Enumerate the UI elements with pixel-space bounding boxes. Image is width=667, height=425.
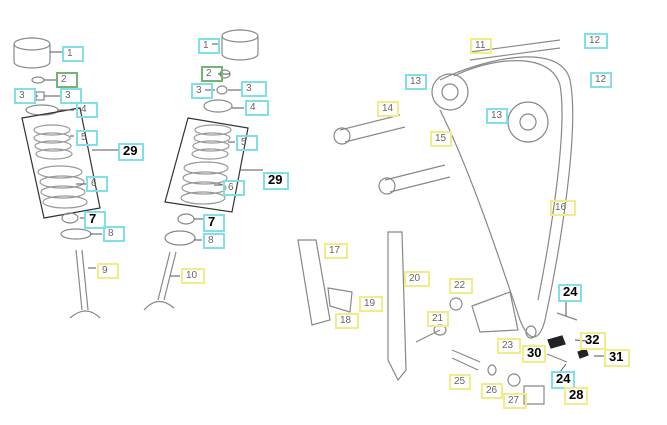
callout-29: 29 [263, 172, 289, 190]
callout-7: 7 [84, 211, 106, 229]
callout-6: 6 [223, 180, 245, 196]
callout-2: 2 [56, 72, 78, 88]
callout-25: 25 [449, 374, 471, 390]
callout-20: 20 [404, 271, 430, 287]
callout-2: 2 [201, 66, 223, 82]
callout-8: 8 [103, 226, 125, 242]
callout-14: 14 [377, 101, 399, 117]
callout-9: 9 [97, 263, 119, 279]
callout-13: 13 [405, 74, 427, 90]
callout-21: 21 [427, 311, 449, 327]
cam-chain-system [297, 39, 589, 405]
callout-5: 5 [76, 130, 98, 146]
callout-4: 4 [76, 102, 98, 118]
callout-16: 16 [550, 200, 576, 216]
callout-15: 15 [430, 131, 452, 147]
callout-31: 31 [604, 349, 630, 367]
callout-4: 4 [245, 100, 269, 116]
callout-26: 26 [481, 383, 503, 399]
callout-6: 6 [86, 176, 108, 192]
callout-5: 5 [236, 135, 258, 151]
callout-24: 24 [558, 284, 582, 302]
callout-11: 11 [470, 38, 492, 54]
callout-32: 32 [580, 332, 606, 350]
callout-3: 3 [14, 88, 36, 104]
callout-3: 3 [191, 83, 213, 99]
callout-17: 17 [324, 243, 348, 259]
callout-3: 3 [60, 88, 82, 104]
callout-27: 27 [503, 393, 527, 409]
callout-3: 3 [241, 81, 267, 97]
callout-30: 30 [522, 345, 546, 363]
callout-28: 28 [564, 387, 588, 405]
callout-22: 22 [449, 278, 473, 294]
callout-1: 1 [198, 38, 220, 54]
right-valve-assembly [143, 29, 259, 311]
callout-19: 19 [359, 296, 383, 312]
callout-13: 13 [486, 108, 508, 124]
callout-10: 10 [181, 268, 205, 284]
callout-12: 12 [590, 72, 612, 88]
callout-23: 23 [497, 338, 521, 354]
callout-18: 18 [335, 313, 359, 329]
callout-24: 24 [551, 371, 575, 389]
callout-29: 29 [118, 143, 144, 161]
callout-7: 7 [203, 214, 225, 232]
callout-8: 8 [203, 233, 225, 249]
callout-12: 12 [584, 33, 608, 49]
callout-1: 1 [62, 46, 84, 62]
